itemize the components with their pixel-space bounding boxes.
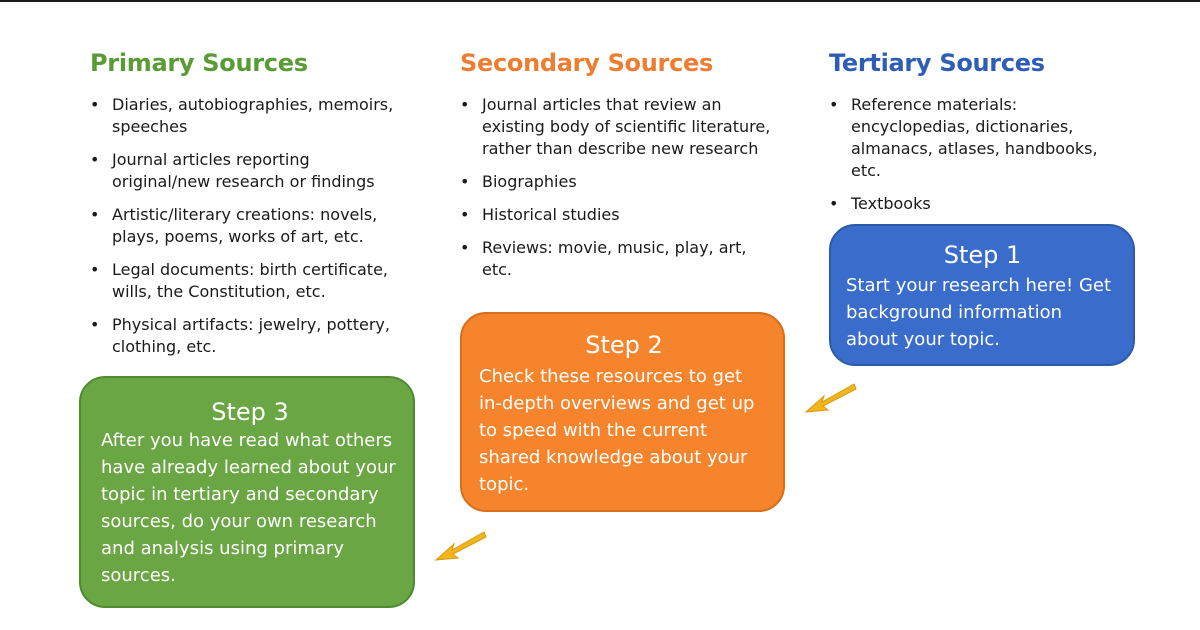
- list-item: • Reference materials: encyclopedias, dic…: [829, 94, 1119, 182]
- step-1-title: Step 1: [943, 241, 1022, 269]
- list-item-text: Textbooks: [851, 194, 931, 213]
- list-item: • Legal documents: birth certificate, wil…: [90, 259, 410, 303]
- step-3-box: Step 3 After you have read what others h…: [79, 376, 415, 608]
- arrow-down-left-icon: [804, 383, 857, 413]
- list-item: • Textbooks: [829, 193, 1119, 215]
- list-item-text: Journal articles that review an existing…: [482, 95, 771, 158]
- primary-sources-list: • Diaries, autobiographies, memoirs, spee…: [90, 94, 410, 369]
- bullet-icon: •: [829, 194, 839, 213]
- tertiary-sources-title: Tertiary Sources: [829, 49, 1045, 77]
- list-item-text: Legal documents: birth certificate, will…: [112, 260, 389, 301]
- bullet-icon: •: [460, 95, 470, 114]
- step-1-text: Start your research here! Get background…: [846, 275, 1112, 350]
- bullet-icon: •: [460, 172, 470, 191]
- bullet-icon: •: [90, 95, 100, 114]
- list-item: • Physical artifacts: jewelry, pottery, c…: [90, 314, 410, 358]
- list-item-text: Biographies: [482, 172, 577, 191]
- list-item: • Journal articles that review an existin…: [460, 94, 780, 160]
- list-item-text: Historical studies: [482, 205, 620, 224]
- bullet-icon: •: [460, 238, 470, 257]
- list-item-text: Journal articles reporting original/new …: [112, 150, 375, 191]
- list-item: • Artistic/literary creations: novels, pl…: [90, 204, 410, 248]
- list-item: • Reviews: movie, music, play, art, etc.: [460, 237, 780, 281]
- step-2-text: Check these resources to get in-depth ov…: [479, 366, 755, 495]
- primary-sources-title: Primary Sources: [90, 49, 308, 77]
- bullet-icon: •: [90, 315, 100, 334]
- bullet-icon: •: [460, 205, 470, 224]
- step-1-box: Step 1 Start your research here! Get bac…: [829, 224, 1135, 366]
- arrow-down-left-icon: [434, 531, 487, 561]
- list-item: • Diaries, autobiographies, memoirs, spee…: [90, 94, 410, 138]
- secondary-sources-title: Secondary Sources: [460, 49, 713, 77]
- list-item-text: Physical artifacts: jewelry, pottery, cl…: [112, 315, 390, 356]
- list-item: • Journal articles reporting original/new…: [90, 149, 410, 193]
- tertiary-sources-list: • Reference materials: encyclopedias, dic…: [829, 94, 1119, 226]
- bullet-icon: •: [829, 95, 839, 114]
- list-item: • Historical studies: [460, 204, 780, 226]
- list-item-text: Reviews: movie, music, play, art, etc.: [482, 238, 747, 279]
- bullet-icon: •: [90, 150, 100, 169]
- top-border-line: [0, 0, 1200, 2]
- list-item: • Biographies: [460, 171, 780, 193]
- step-3-title: Step 3: [211, 398, 289, 426]
- secondary-sources-list: • Journal articles that review an existin…: [460, 94, 780, 292]
- step-2-title: Step 2: [585, 331, 663, 359]
- step-3-text: After you have read what others have alr…: [101, 430, 396, 586]
- list-item-text: Reference materials: encyclopedias, dict…: [851, 95, 1098, 180]
- list-item-text: Artistic/literary creations: novels, pla…: [112, 205, 378, 246]
- bullet-icon: •: [90, 205, 100, 224]
- list-item-text: Diaries, autobiographies, memoirs, speec…: [112, 95, 394, 136]
- bullet-icon: •: [90, 260, 100, 279]
- step-2-box: Step 2 Check these resources to get in-d…: [460, 312, 785, 512]
